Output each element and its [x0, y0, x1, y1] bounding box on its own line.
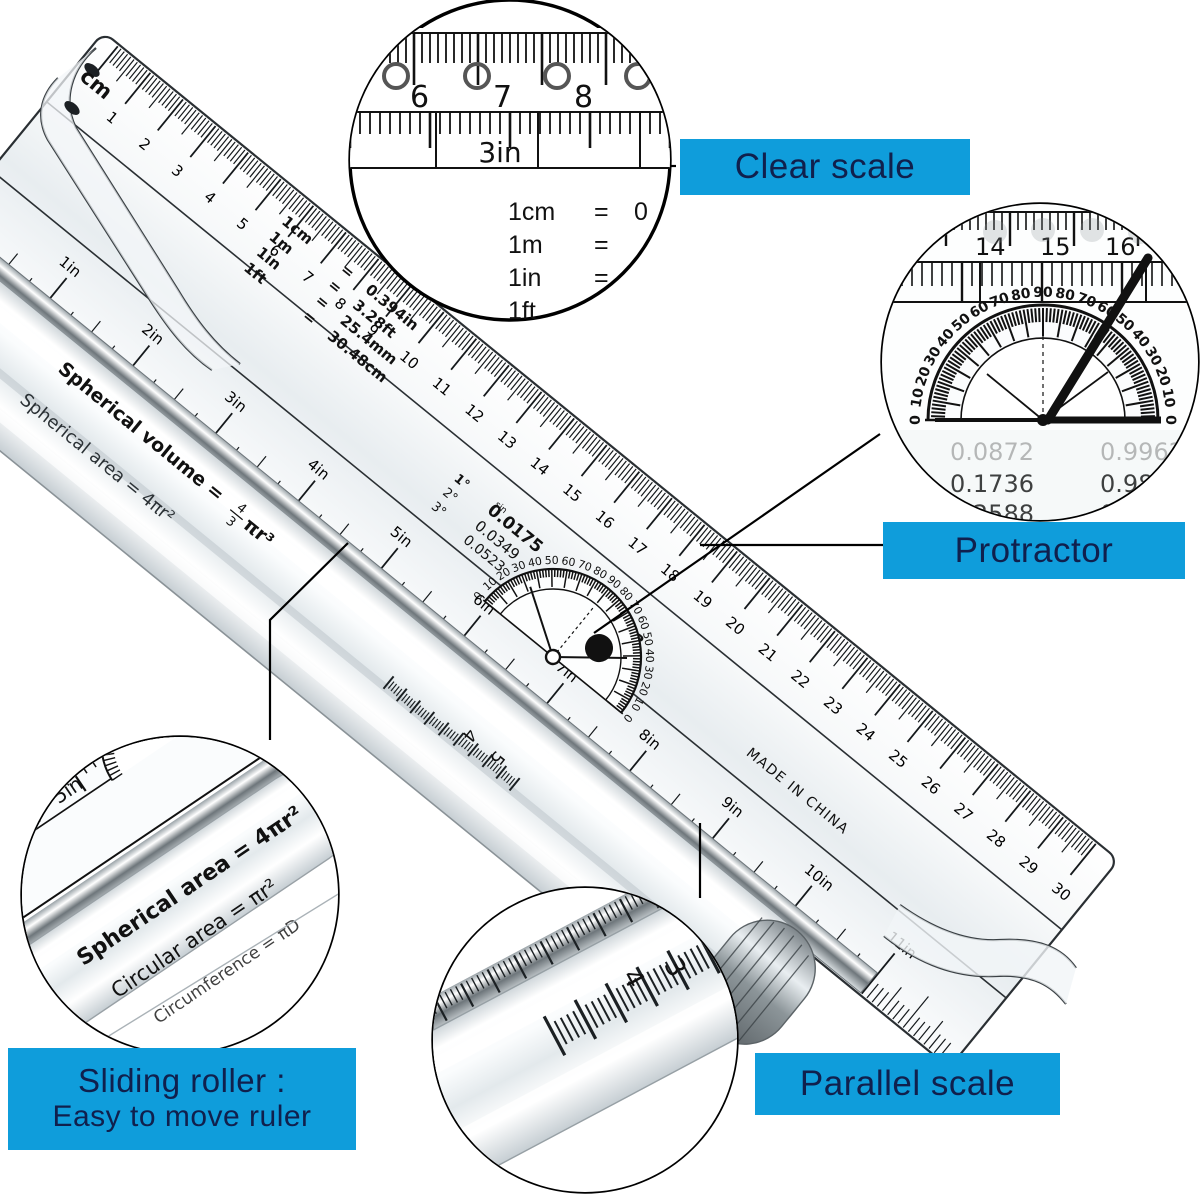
svg-text:3in: 3in	[478, 136, 521, 169]
svg-text:30: 30	[510, 558, 528, 575]
ruler-right-hook	[883, 904, 1077, 1005]
callout-sliding-roller: Sliding roller : Easy to move ruler	[8, 1048, 356, 1150]
ruler-left-hook-fill	[41, 48, 240, 370]
conv-unit: 1cm	[508, 198, 556, 226]
svg-text:0.0872: 0.0872	[950, 438, 1034, 466]
svg-text:0.1736: 0.1736	[950, 470, 1034, 498]
callout-label: Protractor	[954, 530, 1114, 570]
svg-text:14: 14	[975, 233, 1006, 261]
svg-text:10: 10	[908, 387, 927, 409]
svg-text:0: 0	[908, 415, 924, 425]
svg-text:20: 20	[636, 680, 653, 697]
conv-row: 1ft	[508, 295, 688, 328]
zoom-circle-clear-scale: 6 7 8 3in	[348, 0, 672, 322]
leader-sliding-roller	[268, 542, 349, 740]
callout-label: Parallel scale	[799, 1064, 1016, 1104]
svg-text:30: 30	[641, 664, 656, 680]
conv-row: 1in =	[508, 262, 688, 295]
svg-text:20: 20	[1151, 365, 1173, 389]
conv-unit: 1m	[508, 231, 543, 259]
conv-unit: 1in	[508, 264, 542, 292]
svg-text:7: 7	[493, 80, 512, 115]
conv-eq: =	[594, 264, 609, 292]
callout-sublabel: Easy to move ruler	[52, 1099, 312, 1133]
cm-graduations	[91, 45, 1097, 876]
callout-protractor: Protractor	[883, 522, 1185, 579]
svg-text:70: 70	[627, 598, 645, 617]
svg-text:30.48cm: 30.48cm	[0, 937, 24, 992]
svg-text:90: 90	[1033, 285, 1053, 301]
svg-text:3: 3	[0, 821, 14, 848]
conv-value: 0	[634, 198, 648, 226]
svg-text:80: 80	[591, 564, 610, 582]
callout-label: Sliding roller :	[78, 1061, 286, 1099]
svg-text:10: 10	[628, 695, 646, 714]
zoom-circle-parallel-scale: 4 3 2	[431, 886, 739, 1199]
conv-eq	[594, 295, 634, 328]
svg-text:0: 0	[1162, 415, 1178, 425]
svg-text:3°: 3°	[428, 499, 449, 520]
svg-text:2: 2	[447, 1175, 476, 1199]
leader-protractor-circle	[593, 433, 881, 634]
svg-text:50: 50	[640, 631, 655, 647]
svg-text:25.4mm: 25.4mm	[0, 926, 12, 979]
svg-text:60: 60	[560, 554, 576, 569]
svg-text:40: 40	[643, 649, 656, 663]
svg-text:20: 20	[913, 364, 935, 388]
svg-text:70: 70	[576, 557, 593, 574]
svg-text:40: 40	[527, 555, 543, 570]
conv-row: 1m =	[508, 229, 688, 262]
svg-text:60: 60	[635, 614, 652, 632]
svg-text:70: 70	[988, 290, 1012, 312]
callout-label: Clear scale	[734, 147, 916, 187]
svg-text:15: 15	[1040, 233, 1071, 261]
svg-text:2°: 2°	[439, 485, 460, 506]
svg-text:0°: 0°	[905, 473, 928, 497]
svg-text:80: 80	[1010, 285, 1032, 304]
callout-leader-lines	[268, 164, 884, 898]
svg-text:70: 70	[1075, 290, 1099, 312]
svg-text:50: 50	[545, 554, 559, 567]
svg-text:16: 16	[1105, 233, 1136, 261]
conv-eq: =	[594, 231, 609, 259]
sliding-roller[interactable]: 5 4 Spherical volume = 4 3 πr³ Spherical…	[0, 213, 878, 1089]
svg-text:8: 8	[574, 80, 593, 115]
zoom-circle-sliding-roller: 5in 3 .394in 3.28ft 25.4mm 30.48cm	[0, 735, 340, 1055]
zoom-conversion-table: 1cm = 0 1m = 1in = 1ft	[508, 196, 688, 328]
conv-row: 1cm = 0	[508, 196, 688, 229]
conv-eq: =	[594, 198, 609, 226]
svg-text:6: 6	[410, 80, 429, 115]
callout-parallel-scale: Parallel scale	[755, 1053, 1060, 1115]
svg-text:10: 10	[1159, 387, 1178, 409]
svg-text:20: 20	[494, 565, 513, 583]
callout-clear-scale: Clear scale	[680, 139, 970, 195]
pencil	[1043, 253, 1153, 425]
conv-unit: 1ft	[508, 297, 536, 325]
svg-text:80: 80	[1054, 285, 1076, 304]
